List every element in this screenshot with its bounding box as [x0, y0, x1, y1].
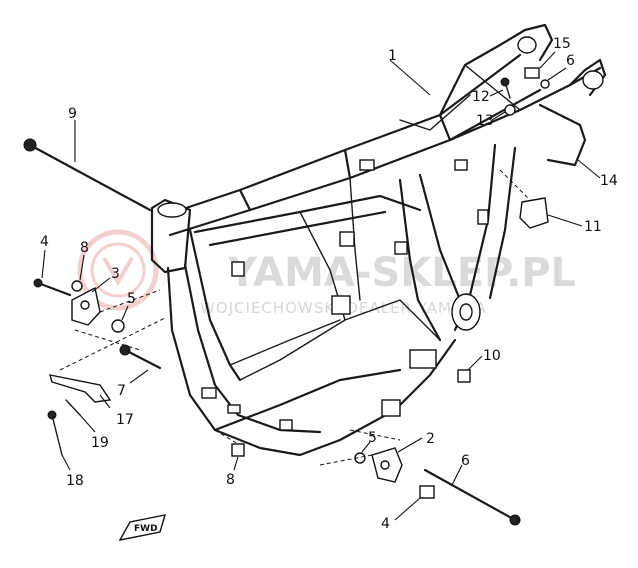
callout-6-upper: 6: [566, 53, 575, 69]
callout-7: 7: [117, 383, 126, 399]
callout-9: 9: [68, 106, 77, 122]
callout-12: 12: [472, 89, 490, 105]
side-bracket: [499, 169, 583, 229]
callout-14: 14: [600, 173, 618, 189]
callout-15: 15: [553, 36, 571, 52]
main-frame: [150, 23, 607, 457]
watermark-logo: [77, 229, 159, 311]
callout-11: 11: [584, 219, 602, 235]
callout-6-lower: 6: [461, 453, 470, 469]
fwd-arrow-icon: FWD: [118, 514, 166, 541]
front-engine-bracket: [71, 277, 161, 351]
callout-1: 1: [388, 48, 397, 64]
callout-19: 19: [91, 435, 109, 451]
engine-mount-bolt-front: [119, 344, 162, 384]
callout-13: 13: [476, 113, 494, 129]
front-hardware: [33, 249, 129, 333]
engine-mount-nut: [457, 355, 483, 383]
callout-5-lower: 5: [368, 430, 377, 446]
callout-2: 2: [426, 431, 435, 447]
callout-4-upper: 4: [40, 234, 49, 250]
watermark-brand: YAMA-SKLEP.PL: [227, 250, 576, 296]
upper-rear-hardware: [389, 51, 567, 121]
grab-bar: [538, 103, 601, 179]
callout-8-lower: 8: [226, 472, 235, 488]
callout-18: 18: [66, 473, 84, 489]
lower-left-stay: [47, 317, 166, 471]
engine-mount-bolt-upper: [23, 120, 152, 212]
callout-5-upper: 5: [127, 291, 136, 307]
callout-3: 3: [111, 266, 120, 282]
callout-4-lower: 4: [381, 516, 390, 532]
callout-10: 10: [483, 348, 501, 364]
rear-engine-bracket: [319, 429, 521, 526]
callout-17: 17: [116, 412, 134, 428]
lower-nut: [214, 429, 245, 471]
fwd-label: FWD: [134, 524, 158, 534]
callout-8-upper: 8: [80, 240, 89, 256]
